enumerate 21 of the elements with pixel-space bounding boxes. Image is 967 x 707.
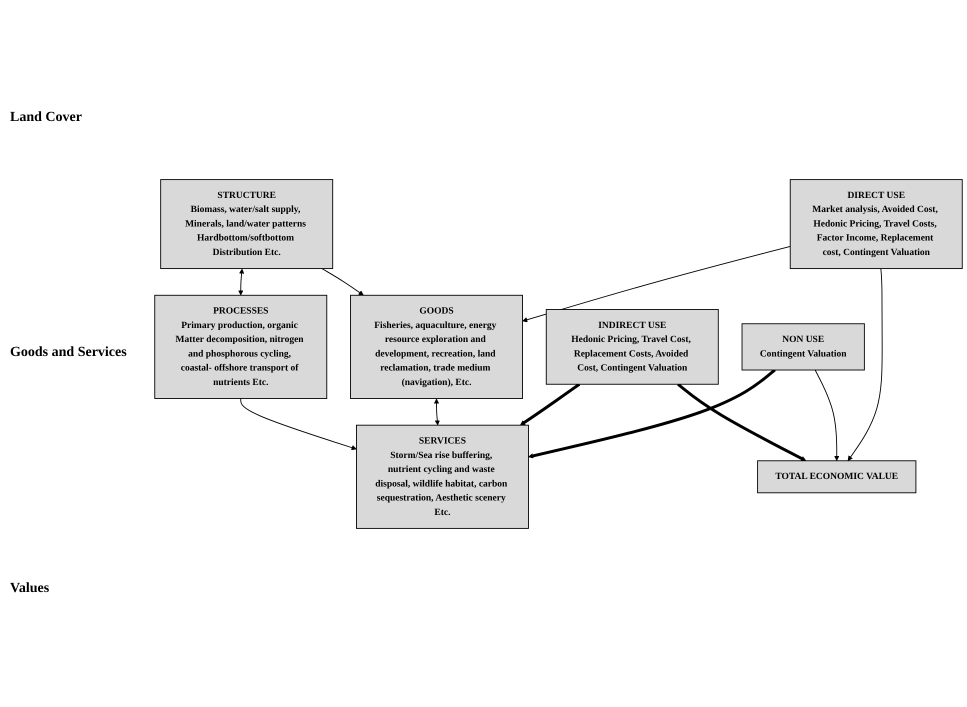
node-box: SERVICES Storm/Sea rise buffering, nutrient cycling and waste disposal, wildlife habitat, carbon sequestration, Aesthetic scenery Etc. <box>356 424 529 528</box>
row-label: Values <box>10 581 50 598</box>
arrow <box>677 382 806 461</box>
arrow <box>528 368 776 458</box>
node-box: INDIRECT USE Hedonic Pricing, Travel Cost, Replacement Costs, Avoided Cost, Contingent Valuation <box>546 308 719 384</box>
row-label: Land Cover <box>10 110 83 126</box>
node-box: PROCESSES Primary production, organic Matter decomposition, nitrogen and phosphorous cycling, coastal- offshore transport of nutrients Etc. <box>154 294 328 398</box>
arrow <box>814 369 840 461</box>
node-box: DIRECT USE Market analysis, Avoided Cost, Hedonic Pricing, Travel Costs, Factor Income, Replacement cost, Contingent Valuation <box>790 178 963 269</box>
node-box: NON USE Contingent Valuation <box>742 322 865 370</box>
arrow <box>520 382 580 425</box>
node-box: GOODS Fisheries, aquaculture, energy resource exploration and development, recreation, land reclamation, trade medium (navigation), Etc. <box>350 294 523 398</box>
arrow <box>322 268 364 295</box>
arrow <box>240 398 357 450</box>
arrow <box>434 398 440 425</box>
row-label: Goods and Services <box>10 345 128 362</box>
node-box: TOTAL ECONOMIC VALUE <box>757 460 916 493</box>
arrow <box>238 268 244 295</box>
arrow <box>522 245 791 322</box>
node-box: STRUCTURE Biomass, water/salt supply, Minerals, land/water patterns Hardbottom/softbottom Distribution Etc. <box>160 178 334 269</box>
arrow <box>848 268 883 461</box>
